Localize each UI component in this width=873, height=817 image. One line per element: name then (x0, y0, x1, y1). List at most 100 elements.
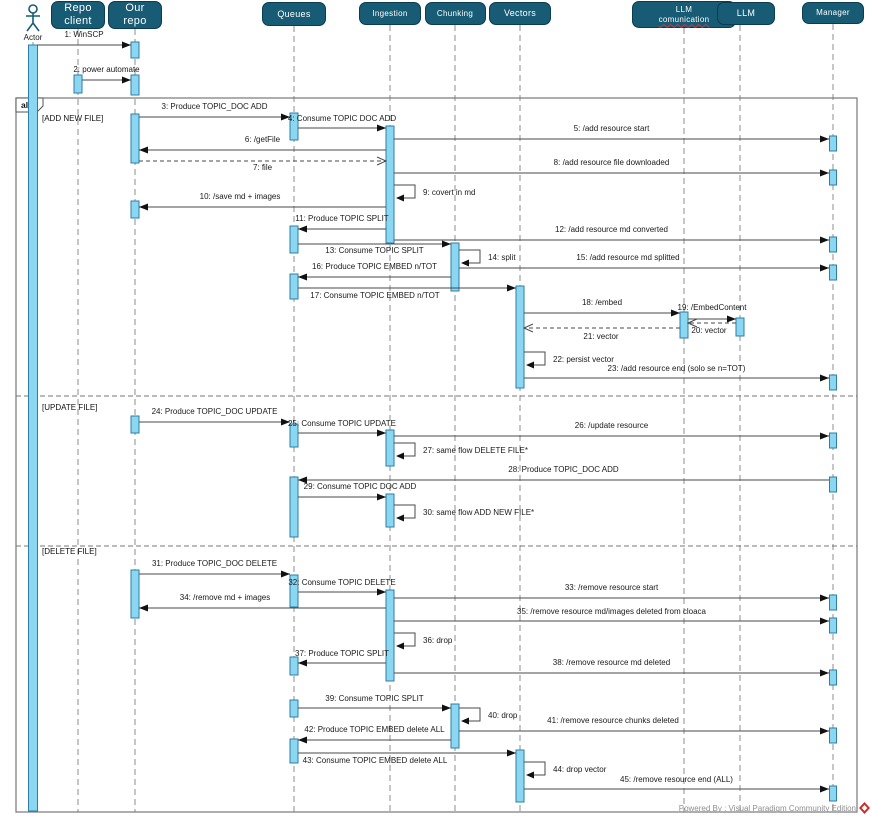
activation-queues[interactable] (289, 225, 299, 254)
activation-llm_com[interactable] (679, 311, 689, 339)
activation-queues[interactable] (289, 656, 299, 676)
activation-manager[interactable] (829, 236, 837, 253)
message-14[interactable]: 14: split (459, 249, 516, 267)
activation-chunking[interactable] (450, 242, 460, 292)
activation-manager[interactable] (829, 669, 837, 686)
activation-manager[interactable] (829, 727, 837, 744)
message-31[interactable]: 31: Produce TOPIC_DOC DELETE (139, 559, 290, 578)
activation-ingestion[interactable] (385, 589, 395, 682)
activation-ingestion[interactable] (385, 493, 395, 528)
activation-manager[interactable] (829, 135, 837, 152)
message-27[interactable]: 27: same flow DELETE FILE* (394, 442, 528, 460)
message-10[interactable]: 10: /save md + images (139, 192, 386, 211)
visual-paradigm-logo-icon[interactable] (859, 802, 870, 814)
message-42[interactable]: 42: Produce TOPIC EMBED delete ALL (298, 725, 451, 744)
message-38[interactable]: 38: /remove resource md deleted (394, 658, 829, 677)
message-label: 11: Produce TOPIC SPLIT (295, 214, 388, 223)
message-40[interactable]: 40: drop (459, 707, 518, 725)
message-43[interactable]: 43: Consume TOPIC EMBED delete ALL (298, 749, 516, 766)
message-30[interactable]: 30: same flow ADD NEW FILE* (394, 504, 534, 522)
activation-actor[interactable] (28, 44, 38, 812)
activation-queues[interactable] (289, 112, 299, 141)
activation-queues[interactable] (289, 699, 299, 718)
activation-manager[interactable] (829, 476, 837, 493)
lifeline-header-manager[interactable]: Manager (802, 2, 864, 24)
message-26[interactable]: 26: /update resource (394, 421, 829, 440)
message-24[interactable]: 24: Produce TOPIC_DOC UPDATE (139, 407, 290, 426)
activation-our_repo[interactable] (130, 569, 140, 619)
message-16[interactable]: 16: Produce TOPIC EMBED n/TOT (298, 262, 451, 281)
activation-manager[interactable] (829, 169, 837, 186)
message-7[interactable]: 7: file (139, 156, 388, 172)
message-39[interactable]: 39: Consume TOPIC SPLIT (298, 694, 451, 712)
activation-repo_client[interactable] (73, 74, 83, 94)
activation-our_repo[interactable] (130, 200, 140, 219)
activation-chunking[interactable] (450, 703, 460, 749)
message-6[interactable]: 6: /getFile (139, 135, 386, 154)
message-9[interactable]: 9: covert in md (394, 184, 475, 202)
message-5[interactable]: 5: /add resource start (394, 124, 829, 143)
activation-queues[interactable] (289, 476, 299, 538)
message-4[interactable]: 4: Consume TOPIC DOC ADD (288, 114, 396, 132)
message-label: 14: split (488, 253, 516, 262)
activation-manager[interactable] (829, 432, 837, 449)
message-22[interactable]: 22: persist vector (524, 351, 614, 369)
message-13[interactable]: 13: Consume TOPIC SPLIT (298, 240, 451, 256)
message-1[interactable]: 1: WinSCP (37, 30, 131, 49)
activation-manager[interactable] (829, 617, 837, 634)
activation-our_repo[interactable] (130, 415, 140, 434)
activation-vectors[interactable] (515, 285, 525, 389)
message-25[interactable]: 25: Consume TOPIC UPDATE (288, 419, 396, 437)
message-8[interactable]: 8: /add resource file downloaded (394, 158, 829, 177)
lifeline-header-ingestion[interactable]: Ingestion (359, 2, 421, 25)
message-29[interactable]: 29: Consume TOPIC DOC ADD (298, 482, 417, 501)
lifeline-header-chunking[interactable]: Chunking (424, 2, 486, 25)
activation-our_repo[interactable] (130, 74, 140, 96)
lifeline-header-label: comunication (658, 14, 710, 24)
activation-ingestion[interactable] (385, 429, 395, 467)
actor-figure[interactable]: Actor (24, 4, 43, 42)
message-33[interactable]: 33: /remove resource start (394, 583, 829, 602)
message-12[interactable]: 12: /add resource md converted (394, 225, 829, 244)
activation-llm[interactable] (735, 317, 745, 337)
message-3[interactable]: 3: Produce TOPIC_DOC ADD (139, 102, 290, 121)
activation-manager[interactable] (829, 264, 837, 281)
message-label: 45: /remove resource end (ALL) (620, 775, 733, 784)
activation-queues[interactable] (289, 423, 299, 448)
activation-queues[interactable] (289, 574, 299, 608)
message-23[interactable]: 23: /add resource end (solo se n=TOT) (524, 364, 829, 382)
message-label: 2: power automate (73, 65, 140, 74)
activation-our_repo[interactable] (130, 113, 140, 164)
activation-manager[interactable] (829, 594, 837, 611)
activation-ingestion[interactable] (385, 125, 395, 244)
message-21[interactable]: 21: vector (522, 323, 680, 341)
activation-our_repo[interactable] (130, 41, 140, 59)
activation-manager[interactable] (829, 785, 837, 802)
message-41[interactable]: 41: /remove resource chunks deleted (459, 716, 829, 735)
message-20[interactable]: 20: vector (686, 318, 736, 335)
message-17[interactable]: 17: Consume TOPIC EMBED n/TOT (298, 284, 516, 301)
message-2[interactable]: 2: power automate (73, 65, 140, 84)
lifeline-header-llm[interactable]: LLM (717, 2, 775, 25)
message-32[interactable]: 32: Consume TOPIC DELETE (288, 578, 396, 596)
activation-manager[interactable] (829, 374, 837, 391)
message-15[interactable]: 15: /add resource md splitted (459, 253, 829, 272)
message-45[interactable]: 45: /remove resource end (ALL) (524, 775, 829, 793)
message-28[interactable]: 28: Produce TOPIC_DOC ADD (298, 465, 829, 484)
message-44[interactable]: 44: drop vector (524, 761, 607, 779)
activation-queues[interactable] (289, 738, 299, 764)
message-11[interactable]: 11: Produce TOPIC SPLIT (295, 214, 389, 233)
activation-queues[interactable] (289, 273, 299, 300)
lifeline-header-queues[interactable]: Queues (262, 2, 326, 26)
message-18[interactable]: 18: /embed (524, 298, 680, 317)
message-35[interactable]: 35: /remove resource md/images deleted f… (394, 607, 829, 625)
activation-vectors[interactable] (515, 749, 525, 803)
message-36[interactable]: 36: drop (394, 632, 453, 650)
message-label: 12: /add resource md converted (555, 225, 668, 234)
lifeline-header-vectors[interactable]: Vectors (489, 2, 551, 25)
message-37[interactable]: 37: Produce TOPIC SPLIT (295, 649, 389, 667)
message-label: 27: same flow DELETE FILE* (423, 446, 528, 455)
message-34[interactable]: 34: /remove md + images (139, 593, 386, 612)
